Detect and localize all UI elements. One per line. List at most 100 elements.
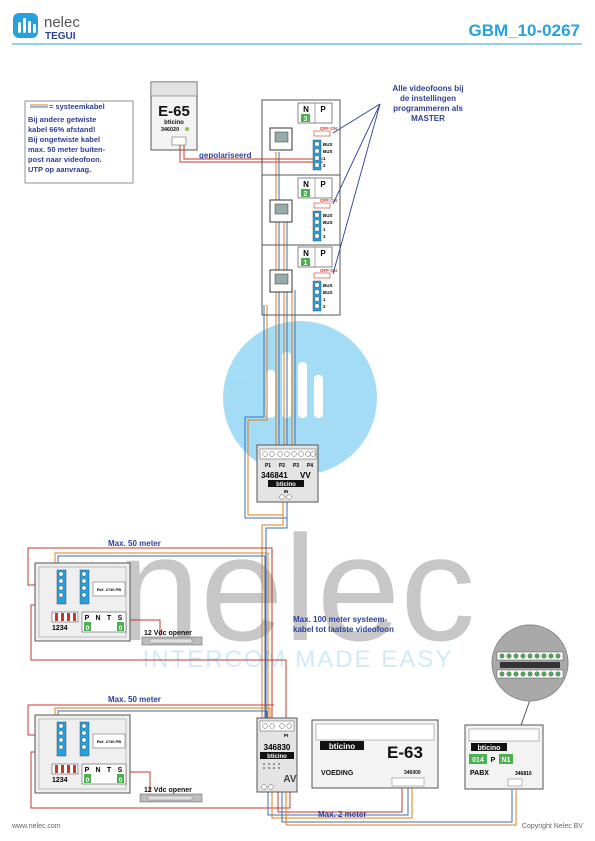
panel-ref: Ref. 2740 PB	[97, 587, 121, 592]
terminal-label: BUS	[323, 220, 333, 225]
watermark: nelec INTERCOM MADE EASY	[117, 321, 475, 673]
door-opener-2: 12 Vdc opener	[139, 787, 203, 803]
legend-box: = systeemkabel Bij andere getwiste kabel…	[24, 100, 134, 184]
vp-off-on: OFF ON	[320, 198, 337, 203]
videophone-1: N P 1 OFF ON BUS BUS 1 2	[269, 246, 337, 312]
vp-terminals: BUS BUS 1 2	[312, 280, 333, 312]
vp-off-on: OFF ON	[320, 126, 337, 131]
terminal-label: BUS	[323, 149, 333, 154]
max50-label-b: Max. 50 meter	[108, 695, 161, 704]
master-note-line: Alle videofoons bij	[392, 84, 463, 93]
panel-digits: 1234	[52, 777, 68, 784]
terminal-label: 1	[323, 227, 326, 232]
panel-switch-label: N	[95, 767, 100, 774]
outdoor-panel-1: Ref. 2740 PB 1234 P N T S 0 0	[34, 562, 131, 642]
pabx-brand: bticino	[478, 745, 501, 752]
distributor-suffix: VV	[300, 471, 311, 480]
vp-n-value: 1	[304, 260, 308, 267]
outdoor-panel-2: Ref. 2740 PB 1234 P N T S 0 0	[34, 714, 131, 794]
panel-switch-label: N	[95, 615, 100, 622]
terminal-label: BUS	[323, 290, 333, 295]
terminal-label: 1	[323, 297, 326, 302]
max50-label-a: Max. 50 meter	[108, 539, 161, 548]
panel-switch-value: 0	[86, 777, 90, 784]
videophone-2: N P 2 OFF ON BUS BUS 1 2	[269, 177, 337, 242]
vp-p-label: P	[320, 180, 326, 189]
vp-p-label: P	[320, 105, 326, 114]
terminal-label: BUS	[323, 142, 333, 147]
distributor-port: P2	[279, 463, 285, 469]
panel-ref: Ref. 2740 PB	[97, 739, 121, 744]
door-opener-1: 12 Vdc opener	[141, 630, 203, 646]
legend-line: UTP op aanvraag.	[28, 165, 91, 174]
terminal-label: 2	[323, 234, 326, 239]
panel-pnts-switches: P N T S 0 0	[81, 763, 127, 785]
pabx-value: N1	[502, 757, 511, 764]
e63-brand: bticino	[329, 742, 355, 751]
vp-n-value: 2	[304, 191, 308, 198]
vp-n-label: N	[303, 180, 309, 189]
pabx-code: 346810	[515, 771, 532, 777]
panel-pnts-switches: P N T S 0 0	[81, 611, 127, 633]
legend-line: max. 50 meter buiten-	[28, 145, 106, 154]
panel-dip-switch: 1234	[51, 763, 79, 784]
brand-name: nelec	[44, 14, 80, 31]
panel-digits: 1234	[52, 625, 68, 632]
pabx-name: PABX	[470, 770, 489, 777]
distributor-code: 346841	[261, 471, 288, 480]
panel-switch-value: 0	[119, 625, 123, 632]
max2-label: Max. 2 meter	[318, 810, 366, 819]
pabx-346810: bticino 014 P N1 PABX 346810	[464, 724, 544, 790]
legend-line: Bij andere getwiste	[28, 115, 96, 124]
distributor-brand: bticino	[276, 482, 296, 488]
psu-e63: bticino E-63 VOEDING 346000	[311, 719, 439, 789]
panel-switch-label: S	[118, 615, 123, 622]
distributor-port: P1	[265, 463, 271, 469]
interface-code: 346830	[264, 743, 291, 752]
vp-n-label: N	[303, 249, 309, 258]
vp-n-label: N	[303, 105, 309, 114]
panel-dip-switch: 1234	[51, 611, 79, 632]
brand-sub: TEGUI	[45, 31, 76, 42]
master-note-line: de instellingen	[400, 94, 456, 103]
psu-e65-code: 346020	[161, 127, 179, 133]
distributor-in: IN	[284, 489, 289, 494]
distributor-port: P3	[293, 463, 299, 469]
psu-e65-brand: bticino	[164, 120, 184, 126]
max100-label: Max. 100 meter systeem-	[293, 615, 388, 624]
panel-switch-label: P	[85, 615, 90, 622]
wiring	[27, 145, 531, 826]
psu-e65: E-65 bticino 346020	[150, 81, 198, 151]
footer-website: www.nelec.com	[11, 823, 61, 830]
legend-line: Bij ongetwiste kabel	[28, 135, 100, 144]
footer-copyright: Copyright Nelec BV	[522, 823, 583, 830]
legend-line: kabel 66% afstand!	[28, 125, 96, 134]
distributor-port: P4	[307, 463, 313, 469]
distributor-346841: P1 P2 P3 P4 346841 VV bticino IN	[256, 444, 319, 503]
panel-switch-label: S	[118, 767, 123, 774]
interface-346830: PI 346830 bticino AV	[256, 717, 298, 793]
master-note-line: programmeren als	[393, 104, 463, 113]
vp-p-label: P	[320, 249, 326, 258]
doc-code: GBM_10-0267	[468, 21, 580, 40]
panel-switch-label: T	[107, 767, 112, 774]
header: nelec TEGUI GBM_10-0267	[12, 13, 582, 45]
max100-label: kabel tot laatste videofoon	[293, 625, 394, 634]
terminal-label: 1	[323, 156, 326, 161]
terminal-label: 2	[323, 304, 326, 309]
master-note-line: MASTER	[411, 114, 445, 123]
videophone-column: N P 3 OFF ON BUS BUS 1 2 N	[261, 99, 341, 316]
panel-switch-value: 0	[119, 777, 123, 784]
vp-off-on: OFF ON	[320, 268, 337, 273]
legend-title: = systeemkabel	[49, 102, 105, 111]
opener-label: 12 Vdc opener	[144, 787, 192, 794]
vp-n-value: 3	[304, 116, 308, 123]
e63-name: E-63	[387, 743, 423, 762]
terminal-label: BUS	[323, 213, 333, 218]
legend-line: post naar videofoon.	[28, 155, 102, 164]
interface-brand: bticino	[267, 754, 287, 760]
pabx-value: 014	[472, 757, 484, 764]
pabx-value: P	[491, 757, 496, 764]
pabx-zoom-detail	[491, 624, 569, 702]
